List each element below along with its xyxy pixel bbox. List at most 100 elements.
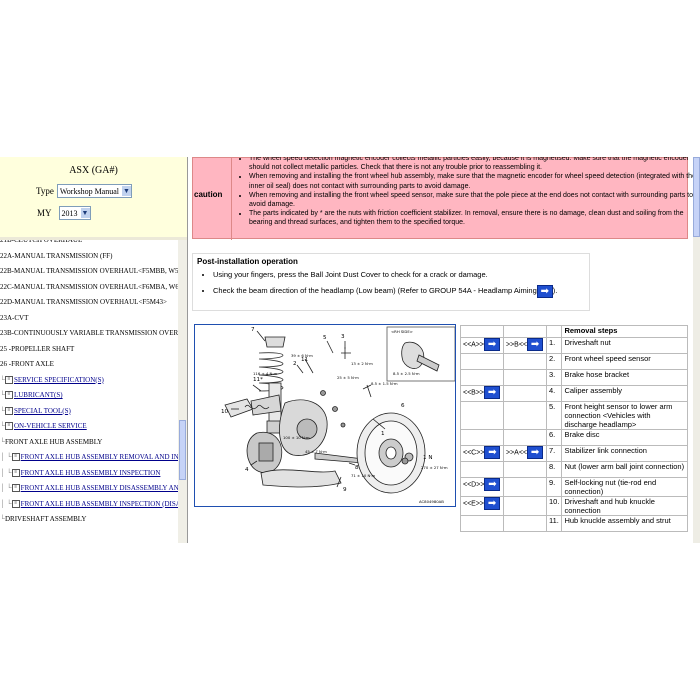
- type-value: Workshop Manual: [59, 186, 119, 196]
- reference-cell: [460, 369, 504, 386]
- my-select[interactable]: 2013 ▼: [58, 206, 91, 220]
- tree-item[interactable]: 21B-CLUTCH OVERHAUL: [0, 240, 82, 247]
- table-header-row: Removal steps: [460, 325, 688, 338]
- model-title: ASX (GA#): [69, 165, 118, 176]
- table-row: <<C>>➡>>A<<➡7.Stabilizer link connection: [460, 445, 688, 462]
- post-item: Check the beam direction of the headlamp…: [213, 283, 593, 299]
- arrow-right-icon[interactable]: ➡: [484, 478, 501, 491]
- tree-item[interactable]: │ └≡FRONT AXLE HUB ASSEMBLY INSPECTION: [0, 467, 160, 480]
- tree-connector: └: [0, 422, 5, 430]
- document-icon: ≡: [4, 422, 13, 431]
- tree-item[interactable]: └≡SERVICE SPECIFICATION(S): [0, 374, 104, 387]
- step-text: Nut (lower arm ball joint connection): [561, 461, 688, 478]
- tree-item-label: 21B-CLUTCH OVERHAUL: [0, 240, 83, 244]
- tree-item[interactable]: └≡LUBRICANT(S): [0, 389, 63, 402]
- tree-item[interactable]: 22D-MANUAL TRANSMISSION OVERHAUL<F5M43>: [0, 296, 167, 309]
- reference-cell: >>B<<➡: [503, 337, 547, 354]
- step-number: 4.: [545, 385, 563, 402]
- caution-item: When removing and installing the front w…: [249, 191, 693, 209]
- tree-item[interactable]: │ └≡FRONT AXLE HUB ASSEMBLY DISASSEMBLY …: [0, 482, 178, 495]
- tree-item[interactable]: 25 -PROPELLER SHAFT: [0, 343, 74, 356]
- tree-item-label: LUBRICANT(S): [13, 391, 63, 399]
- document-icon: ≡: [11, 453, 20, 462]
- tree-item-label: 22A-MANUAL TRANSMISSION (FF): [0, 251, 113, 260]
- torque-label: 116 ± 4 N·m: [253, 371, 278, 376]
- reference-cell: [503, 496, 547, 516]
- reference-label: >>A<<: [506, 449, 528, 457]
- step-text: Stabilizer link connection: [561, 445, 688, 462]
- post-item-text: Check the beam direction of the headlamp…: [213, 286, 537, 295]
- reference-label: <<D>>: [463, 481, 485, 489]
- torque-label: 45 ± 7 N·m: [305, 449, 327, 454]
- document-icon: ≡: [11, 484, 20, 493]
- step-text: Driveshaft nut: [561, 337, 688, 354]
- tree-item-label: FRONT AXLE HUB ASSEMBLY: [4, 437, 103, 446]
- tree-connector: └: [0, 437, 5, 446]
- tree-item-label: FRONT AXLE HUB ASSEMBLY INSPECTION (DISA…: [20, 499, 178, 508]
- tree-item[interactable]: │ └≡FRONT AXLE HUB ASSEMBLY REMOVAL AND …: [0, 451, 178, 464]
- front-axle-illustration: 7 3 11 10 1 6 2 5 4 8 9 11* 1 N 39 ± 6 N…: [221, 326, 456, 504]
- type-select[interactable]: Workshop Manual ▼: [56, 184, 132, 198]
- reference-cell: [503, 477, 547, 497]
- caution-divider: [231, 158, 232, 240]
- tree-item[interactable]: └FRONT AXLE HUB ASSEMBLY: [0, 436, 102, 449]
- chevron-down-icon[interactable]: ▼: [80, 208, 90, 218]
- tree-item[interactable]: └≡SPECIAL TOOL(S): [0, 405, 71, 418]
- tree-item-label: 26 -FRONT AXLE: [0, 360, 54, 368]
- arrow-right-icon[interactable]: ➡: [527, 446, 544, 459]
- step-number: 6.: [545, 429, 563, 446]
- arrow-right-icon[interactable]: ➡: [484, 386, 501, 399]
- caution-item: When removing and installing the front w…: [249, 172, 693, 190]
- tree-scrollbar[interactable]: [178, 240, 187, 543]
- type-label: Type: [36, 186, 54, 196]
- table-row: 11.Hub knuckle assembly and strut: [460, 515, 688, 532]
- tree-item[interactable]: └≡ON-VEHICLE SERVICE: [0, 420, 87, 433]
- table-row: <<B>>➡4.Caliper assembly: [460, 385, 688, 402]
- inset-label: <RH SIDE>: [391, 329, 413, 334]
- chevron-down-icon[interactable]: ▼: [122, 186, 131, 196]
- arrow-right-icon[interactable]: ➡: [484, 338, 501, 351]
- tree-item-label: SPECIAL TOOL(S): [13, 406, 71, 415]
- reference-cell: <<B>>➡: [460, 385, 504, 402]
- step-number: 9.: [545, 477, 563, 497]
- arrow-right-icon[interactable]: ➡: [484, 497, 501, 510]
- tree-connector: │ └: [0, 453, 12, 461]
- torque-label: 8.5 ± 2.5 N·m: [393, 371, 420, 376]
- tree-item[interactable]: 22C-MANUAL TRANSMISSION OVERHAUL<F6MBA, …: [0, 281, 178, 294]
- tree-item[interactable]: 26 -FRONT AXLE: [0, 358, 54, 371]
- step-number: 10.: [545, 496, 563, 516]
- table-row: <<E>>➡10.Driveshaft and hub knuckle conn…: [460, 496, 688, 516]
- filter-panel: ASX (GA#) Type Workshop Manual ▼ MY 2013…: [0, 157, 187, 237]
- content-scrollbar[interactable]: [693, 157, 700, 543]
- tree-connector: └: [0, 406, 5, 415]
- tree-item[interactable]: 22A-MANUAL TRANSMISSION (FF): [0, 250, 112, 263]
- reference-cell: [503, 429, 547, 446]
- reference-cell: <<E>>➡: [460, 496, 504, 516]
- callout-label: 11*: [253, 377, 263, 383]
- arrow-right-icon[interactable]: ➡: [484, 446, 501, 459]
- my-row: MY 2013 ▼: [37, 206, 91, 220]
- step-number: 11.: [545, 515, 563, 532]
- reference-cell: [460, 515, 504, 532]
- post-installation-title: Post-installation operation: [197, 257, 298, 266]
- torque-label: 13 ± 2 N·m: [351, 361, 373, 366]
- tree-item-label: FRONT AXLE HUB ASSEMBLY INSPECTION: [20, 468, 161, 477]
- tree-item-label: 22D-MANUAL TRANSMISSION OVERHAUL<F5M43>: [0, 298, 167, 306]
- torque-label: 25 ± 5 N·m: [337, 375, 359, 380]
- torque-label: 8.5 ± 1.5 N·m: [371, 381, 398, 386]
- arrow-right-icon[interactable]: ➡: [536, 284, 553, 298]
- my-label: MY: [37, 208, 52, 218]
- tree-item[interactable]: │ └≡FRONT AXLE HUB ASSEMBLY INSPECTION (…: [0, 498, 178, 511]
- tree-scrollbar-thumb[interactable]: [179, 420, 186, 480]
- tree-item[interactable]: └DRIVESHAFT ASSEMBLY: [0, 513, 86, 526]
- manual-tree: 21B-CLUTCH OVERHAUL 22A-MANUAL TRANSMISSI…: [0, 240, 178, 543]
- content-scrollbar-thumb[interactable]: [693, 157, 700, 237]
- arrow-right-icon[interactable]: ➡: [527, 338, 544, 351]
- step-text: Front height sensor to lower arm connect…: [561, 401, 688, 430]
- tree-item[interactable]: 23B-CONTINUOUSLY VARIABLE TRANSMISSION O…: [0, 327, 178, 340]
- navigation-panel: ASX (GA#) Type Workshop Manual ▼ MY 2013…: [0, 157, 188, 543]
- callout-label: 5: [323, 335, 327, 341]
- tree-item[interactable]: 23A-CVT: [0, 312, 28, 325]
- step-text: Hub knuckle assembly and strut: [561, 515, 688, 532]
- tree-item[interactable]: 22B-MANUAL TRANSMISSION OVERHAUL<F5MBB, …: [0, 265, 178, 278]
